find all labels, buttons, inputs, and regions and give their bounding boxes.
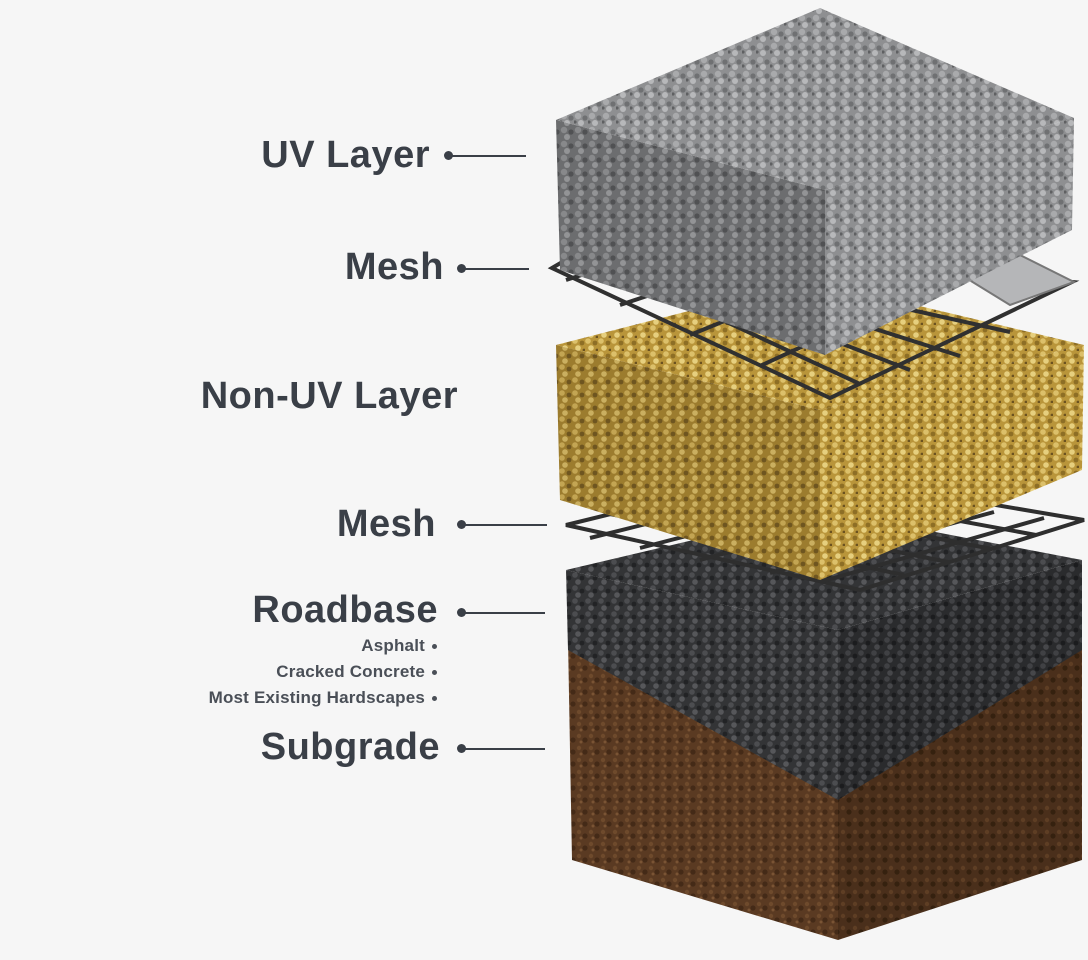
subgrade-label: Subgrade: [260, 726, 440, 768]
non-uv-right-face: [820, 345, 1084, 580]
mesh-top-leader: [465, 268, 529, 270]
roadbase-example-1: Asphalt: [361, 636, 425, 655]
non-uv-layer-label: Non-UV Layer: [200, 375, 458, 417]
uv-layer-block: [556, 8, 1074, 355]
uv-right-face: [825, 118, 1074, 355]
uv-left-face: [556, 120, 825, 355]
non-uv-left-face: [556, 345, 820, 580]
mesh-bottom-leader: [465, 524, 547, 526]
roadbase-example-2-dot: [432, 670, 437, 675]
roadbase-left-face: [566, 570, 838, 800]
roadbase-leader: [465, 612, 545, 614]
uv-layer-leader: [452, 155, 526, 157]
mesh-bottom-label: Mesh: [336, 503, 436, 545]
mesh-top-dot: [457, 264, 466, 273]
subgrade-leader: [465, 748, 545, 750]
uv-top-face: [556, 8, 1074, 190]
roadbase-dot: [457, 608, 466, 617]
roadbase-label: Roadbase: [252, 589, 438, 631]
roadbase-example-3-dot: [432, 696, 437, 701]
roadbase-example-1-dot: [432, 644, 437, 649]
uv-layer-label: UV Layer: [261, 134, 430, 176]
mesh-bottom-dot: [457, 520, 466, 529]
roadbase-example-2: Cracked Concrete: [276, 662, 425, 681]
uv-layer-dot: [444, 151, 453, 160]
mesh-top-label: Mesh: [344, 246, 444, 288]
subgrade-dot: [457, 744, 466, 753]
roadbase-example-3: Most Existing Hardscapes: [208, 688, 425, 707]
roadbase-right-face: [838, 560, 1082, 800]
